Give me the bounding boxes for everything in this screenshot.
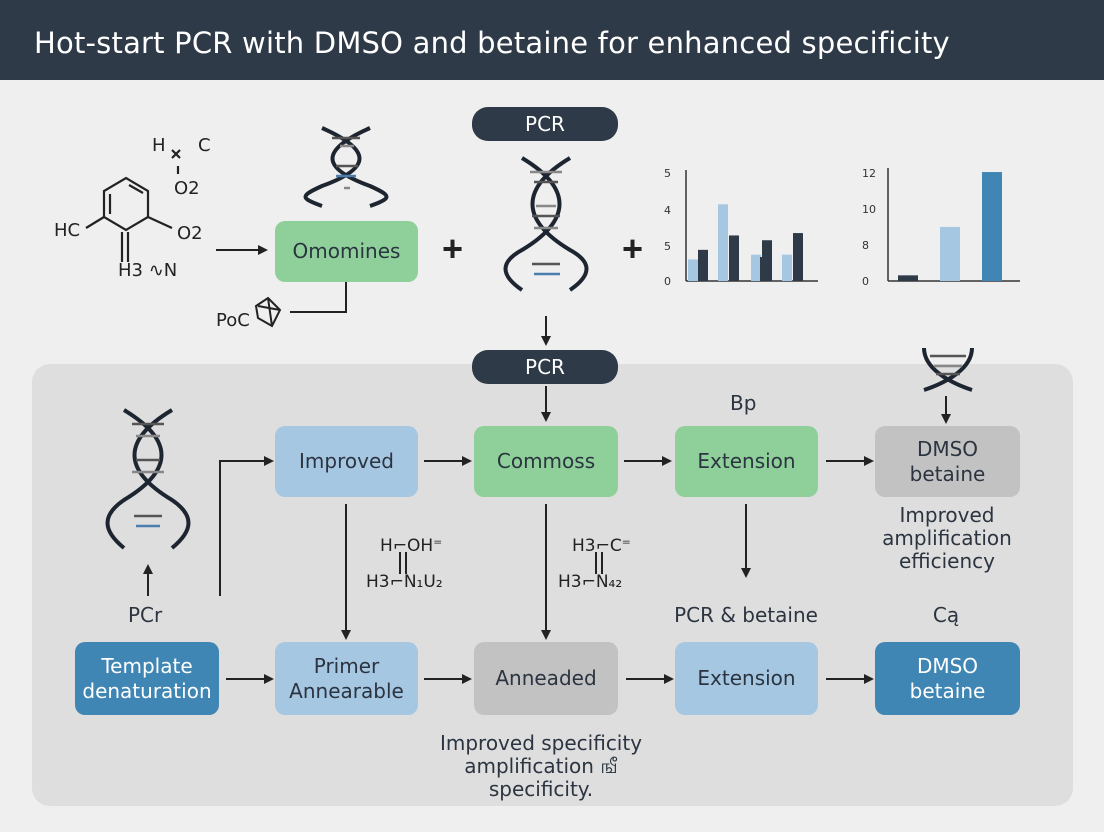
improved-efficiency-caption: Improved amplification efficiency bbox=[862, 504, 1032, 573]
caption-line: Improved bbox=[899, 503, 995, 527]
molecule-drawing-top bbox=[85, 149, 181, 262]
dmso-betaine-box-grey: DMSO betaine bbox=[875, 426, 1020, 497]
dmso-line: DMSO bbox=[916, 653, 979, 678]
pcr-pill-top: PCR bbox=[472, 107, 618, 141]
cq-label: Cą bbox=[932, 603, 960, 627]
caption-line: efficiency bbox=[898, 549, 995, 573]
chem-label-hc: HC bbox=[54, 220, 81, 241]
chem-label-o2-top: O2 bbox=[174, 178, 200, 199]
chem-label-h: H bbox=[152, 135, 166, 156]
dna-helix-icon-left bbox=[105, 408, 191, 550]
chem-label-c: H3⌐C⁼ bbox=[572, 536, 631, 556]
primer-annearable-box: Primer Annearable bbox=[275, 642, 418, 715]
caption-line: amplification ஙீ bbox=[464, 754, 618, 778]
bar-chart-left: 0 5 4 5 bbox=[664, 167, 818, 288]
improved-specificity-caption: Improved specificity amplification ஙீ sp… bbox=[430, 732, 652, 801]
panel-arrows bbox=[143, 386, 951, 684]
chem-label-oh: H⌐OH⁼ bbox=[380, 536, 443, 556]
plus-sign-2: + bbox=[622, 228, 644, 269]
annearable-line: Annearable bbox=[289, 678, 404, 703]
betaine-line: betaine bbox=[909, 678, 986, 703]
denaturation-line: denaturation bbox=[82, 678, 212, 703]
y-tick-label: 10 bbox=[862, 203, 876, 216]
omomines-box: Omomines bbox=[275, 221, 418, 282]
y-tick-label: 5 bbox=[664, 167, 671, 180]
chart-bar bbox=[762, 240, 772, 281]
caption-line: specificity. bbox=[488, 777, 594, 801]
chem-label-h3n: H3 ∿N bbox=[118, 260, 178, 281]
chart-bar bbox=[898, 275, 918, 281]
page-title: Hot-start PCR with DMSO and betaine for … bbox=[34, 26, 950, 60]
anneaded-box: Anneaded bbox=[474, 642, 618, 715]
caption-line: Improved specificity bbox=[439, 731, 643, 755]
chart-bar bbox=[982, 172, 1002, 281]
pcr-pill-panel: PCR bbox=[472, 350, 618, 384]
betaine-line: betaine bbox=[909, 461, 986, 486]
primer-line: Primer bbox=[313, 653, 380, 678]
chart-bar bbox=[688, 259, 698, 281]
dna-helix-icon-top-center bbox=[503, 156, 589, 292]
pcr-betaine-label: PCR & betaine bbox=[674, 603, 818, 627]
chart-bar bbox=[751, 254, 761, 281]
molecule-bonds-panel bbox=[399, 552, 603, 574]
chem-label-c: C bbox=[198, 135, 211, 156]
header-bar: Hot-start PCR with DMSO and betaine for … bbox=[0, 0, 1104, 80]
chem-label-n42: H3⌐N₄₂ bbox=[558, 572, 623, 592]
chart-bar bbox=[782, 254, 792, 281]
dna-helix-icon-top-small bbox=[303, 126, 389, 208]
dmso-line: DMSO bbox=[916, 436, 979, 461]
y-tick-label: 8 bbox=[862, 239, 869, 252]
chart-bar bbox=[793, 233, 803, 281]
pcr-small-label: PCr bbox=[128, 603, 163, 627]
chart-bar bbox=[940, 226, 960, 281]
plus-sign-1: + bbox=[442, 228, 464, 269]
template-denaturation-box: Template denaturation bbox=[75, 642, 219, 715]
chart-bar bbox=[729, 235, 739, 281]
y-tick-label: 5 bbox=[664, 240, 671, 253]
y-tick-label: 0 bbox=[862, 275, 869, 288]
chem-label-n1u2: H3⌐N₁U₂ bbox=[366, 572, 443, 592]
dmso-betaine-box-blue: DMSO betaine bbox=[875, 642, 1020, 715]
chem-label-poc: PoC bbox=[216, 310, 250, 331]
bp-label: Bp bbox=[730, 391, 757, 415]
chart-bar bbox=[718, 204, 728, 281]
template-line: Template bbox=[101, 653, 193, 678]
caption-line: amplification bbox=[882, 526, 1012, 550]
chem-label-o2-right: O2 bbox=[177, 223, 203, 244]
extension-box-bottom: Extension bbox=[675, 642, 818, 715]
dna-helix-icon-right bbox=[922, 347, 974, 392]
improved-box: Improved bbox=[275, 426, 418, 497]
y-tick-label: 12 bbox=[862, 167, 876, 180]
cube-icon bbox=[254, 296, 282, 328]
connector-poc bbox=[290, 282, 347, 313]
chart-bar bbox=[698, 249, 708, 281]
extension-box-top: Extension bbox=[675, 426, 818, 497]
bar-chart-right: 0 8 10 12 bbox=[862, 167, 1020, 288]
commoss-box: Commoss bbox=[474, 426, 618, 497]
y-tick-label: 4 bbox=[664, 204, 671, 217]
y-tick-label: 0 bbox=[664, 275, 671, 288]
